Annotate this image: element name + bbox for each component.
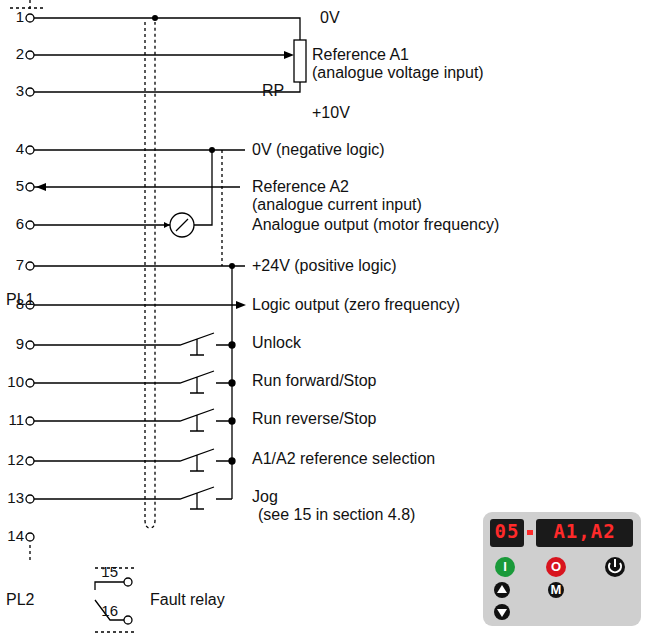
signal-name: +10V	[312, 104, 350, 122]
signal-name: Unlock	[252, 334, 301, 352]
pin-number: 10	[2, 373, 24, 391]
signal-name: 0V (negative logic)	[252, 141, 385, 159]
pin-number: 4	[2, 140, 24, 158]
junction-dot	[229, 418, 235, 424]
reverse-icon	[614, 559, 616, 567]
pin-number: 11	[2, 411, 24, 429]
up-button	[494, 582, 510, 598]
note: (see 15 in section 4.8)	[258, 506, 415, 524]
signal-name: (analogue voltage input)	[312, 64, 484, 82]
run-button	[495, 557, 515, 577]
pushbutton-switch	[34, 371, 232, 393]
pushbutton-switch	[34, 449, 232, 471]
arrowhead	[284, 51, 294, 59]
signal-name: Jog	[252, 488, 278, 506]
signal-name: Fault relay	[150, 591, 225, 609]
connector-name: PL1	[6, 291, 34, 309]
up-icon	[497, 585, 507, 593]
terminal-circles	[26, 14, 132, 624]
display-text: A1,A2	[536, 522, 633, 540]
pin-number: 14	[2, 527, 24, 545]
display-window	[490, 519, 524, 547]
junction-dot	[229, 380, 235, 386]
keypad-panel	[483, 512, 641, 626]
pin-number: 3	[2, 82, 24, 100]
display-text: 05	[490, 522, 524, 540]
meter-symbol	[170, 213, 194, 237]
signal-name: Run forward/Stop	[252, 372, 377, 390]
stop-button	[546, 557, 566, 577]
signal-name: Logic output (zero frequency)	[252, 296, 460, 314]
pin-number: 1	[2, 8, 24, 26]
analogue-wires	[34, 150, 245, 225]
pin-number: 9	[2, 335, 24, 353]
pin-number: 6	[2, 215, 24, 233]
pin-number: 2	[2, 45, 24, 63]
pushbutton-switch	[34, 333, 232, 355]
potentiometer-symbol	[294, 40, 306, 82]
wiper-wire	[34, 54, 291, 55]
meter-needle	[176, 219, 188, 231]
junction-dot	[229, 342, 235, 348]
pin-number: 16	[96, 602, 118, 620]
connector-name: PL2	[6, 591, 34, 609]
junction-dot	[229, 263, 235, 269]
part-name: RP	[262, 82, 284, 100]
reverse-button	[605, 557, 625, 577]
down-icon	[497, 609, 507, 617]
signal-name: Run reverse/Stop	[252, 410, 377, 428]
button-text: O	[546, 558, 566, 576]
signal-name: 0V	[320, 9, 340, 27]
signal-name: Reference A2	[252, 178, 349, 196]
cable-shield	[145, 22, 155, 528]
junction-dot	[209, 147, 215, 153]
logic-output-wire	[34, 304, 236, 305]
pin-number: 12	[2, 451, 24, 469]
signal-name: (analogue current input)	[252, 196, 422, 214]
signal-name: Analogue output (motor frequency)	[252, 216, 499, 234]
signal-name: +24V (positive logic)	[252, 257, 397, 275]
signal-name: A1/A2 reference selection	[252, 450, 435, 468]
arrowhead	[236, 301, 246, 309]
button-text: I	[495, 558, 515, 576]
pushbutton-switch	[34, 409, 232, 431]
pin-number: 15	[96, 563, 118, 581]
supply-bus	[34, 266, 245, 462]
display-dash	[527, 530, 533, 535]
junction-dot	[152, 15, 158, 21]
current-input-wire	[34, 186, 240, 187]
potentiometer-wires	[34, 18, 300, 92]
down-button	[494, 604, 510, 620]
terminal-strip-edge	[30, 545, 135, 632]
pin-number: 13	[2, 489, 24, 507]
arrowhead	[36, 183, 46, 191]
logic-link	[221, 150, 222, 266]
pin-number: 5	[2, 177, 24, 195]
terminal-strip-edge	[10, 0, 46, 12]
signal-name: Reference A1	[312, 46, 409, 64]
pin-number: 7	[2, 256, 24, 274]
arrowhead	[164, 222, 170, 228]
display-window	[536, 519, 633, 547]
pushbutton-switch	[34, 462, 232, 509]
button-text: M	[546, 581, 566, 599]
relay-contact	[95, 582, 124, 620]
